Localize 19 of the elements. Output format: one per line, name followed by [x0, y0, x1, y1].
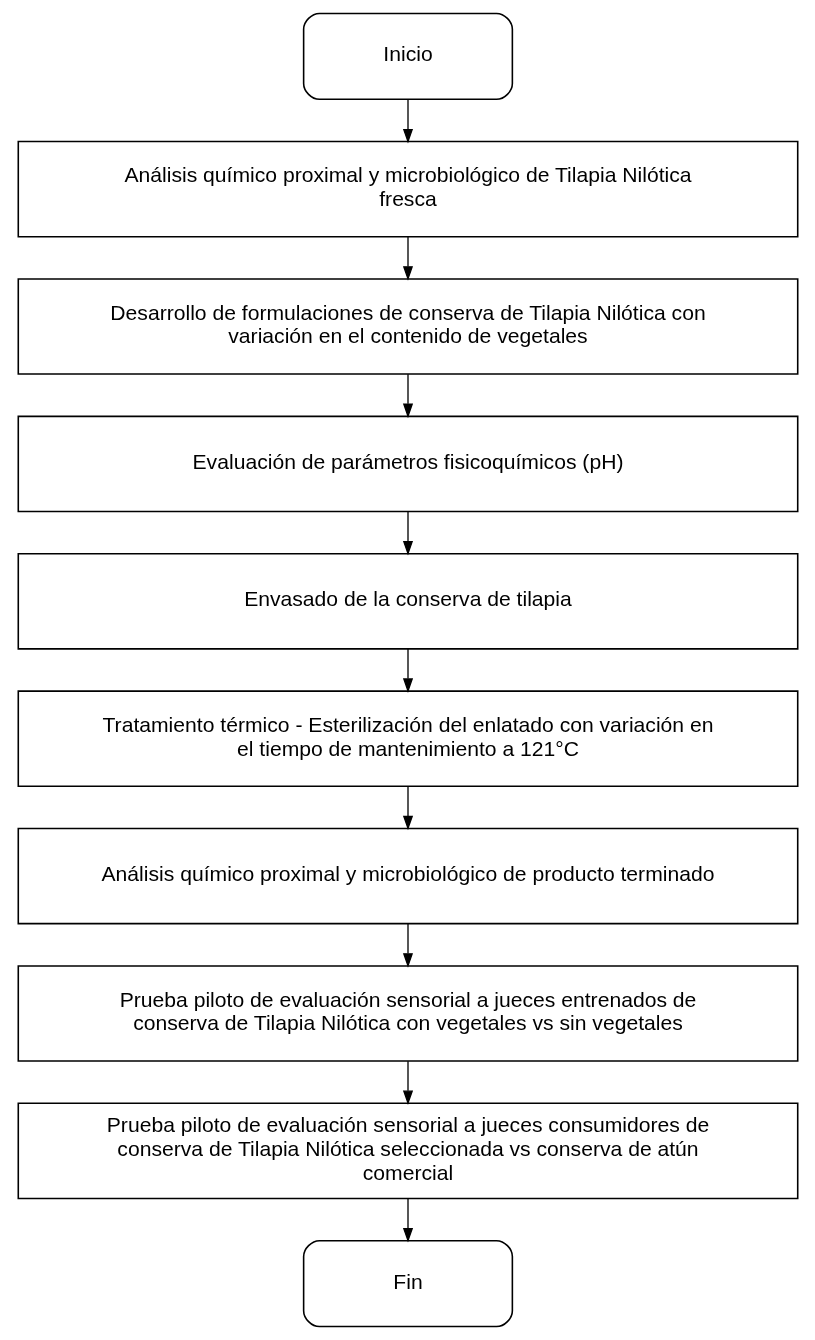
node-box: Fin	[302, 1239, 513, 1328]
arrow	[402, 373, 413, 419]
arrow	[402, 98, 413, 144]
node-box: Prueba piloto de evaluación sensorial a jueces consumidores de conserva de Tilapia Nilótica seleccionada vs conserva de atún comercial	[17, 1102, 798, 1200]
node-box: Inicio	[302, 12, 513, 101]
arrow	[402, 923, 413, 968]
node-box: Prueba piloto de evaluación sensorial a jueces entrenados de conserva de Tilapia Nilótica con vegetales vs sin vegetales	[17, 965, 798, 1062]
arrow	[402, 1197, 413, 1243]
node-box: Tratamiento térmico - Esterilización del enlatado con variación en el tiempo de mantenimiento a 121°C	[17, 690, 798, 788]
arrow	[402, 785, 413, 831]
node-box: Análisis químico proximal y microbiológico de Tilapia Nilótica fresca	[17, 140, 798, 238]
arrow	[402, 236, 413, 281]
arrow	[402, 1060, 413, 1106]
node-box: Envasado de la conserva de tilapia	[17, 552, 798, 650]
node-box: Análisis químico proximal y microbiológico de producto terminado	[17, 827, 798, 925]
arrow	[402, 648, 413, 693]
node-box: Evaluación de parámetros fisicoquímicos (pH)	[17, 415, 798, 513]
arrow	[402, 510, 413, 556]
node-box: Desarrollo de formulaciones de conserva de Tilapia Nilótica con variación en el contenido de vegetales	[17, 278, 798, 375]
